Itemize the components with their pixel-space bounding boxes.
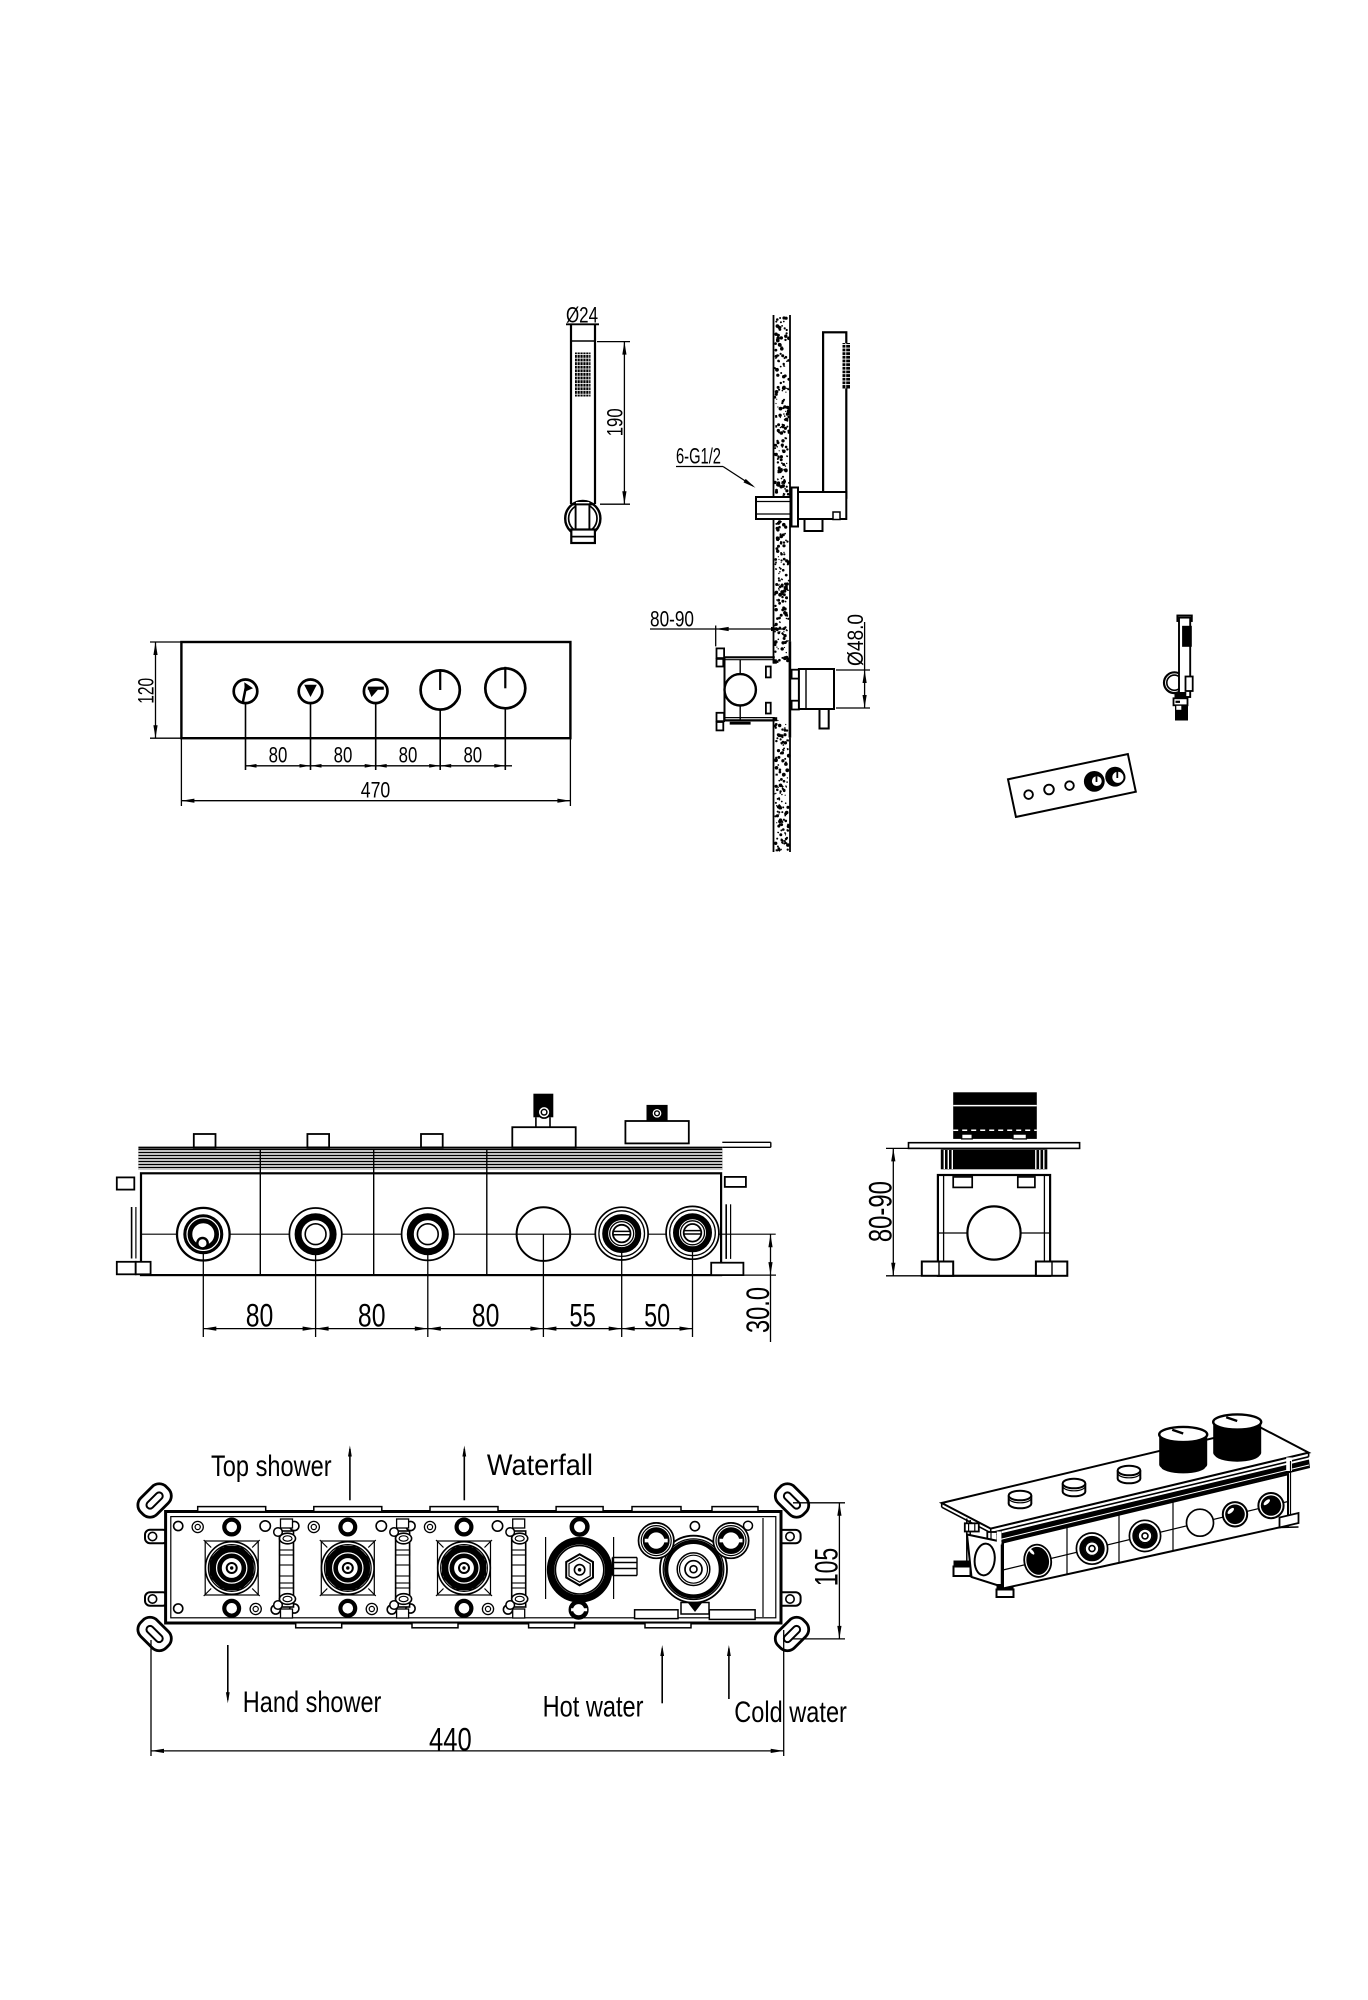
svg-text:440: 440 [429,1722,472,1758]
svg-text:80: 80 [334,743,353,768]
svg-text:80: 80 [358,1298,386,1334]
svg-text:80: 80 [246,1298,274,1334]
svg-text:190: 190 [603,408,628,436]
svg-text:Cold water: Cold water [734,1696,847,1729]
svg-text:120: 120 [133,678,158,704]
svg-text:Ø48.0: Ø48.0 [843,614,868,666]
svg-text:80: 80 [269,743,288,768]
svg-text:55: 55 [569,1298,596,1334]
svg-text:30.0: 30.0 [740,1287,776,1333]
svg-text:Top shower: Top shower [211,1450,332,1483]
svg-text:80: 80 [472,1298,500,1334]
svg-text:80-90: 80-90 [650,607,694,632]
svg-text:80: 80 [463,743,482,768]
svg-text:80: 80 [399,743,418,768]
svg-text:6-G1/2: 6-G1/2 [676,444,721,469]
svg-text:105: 105 [809,1548,845,1587]
svg-text:470: 470 [361,778,391,803]
svg-text:50: 50 [644,1298,670,1334]
svg-text:Ø24: Ø24 [566,303,598,328]
svg-text:Waterfall: Waterfall [487,1449,593,1482]
svg-text:Hot water: Hot water [543,1691,644,1724]
svg-text:Hand shower: Hand shower [243,1686,382,1719]
svg-text:80-90: 80-90 [863,1181,899,1242]
